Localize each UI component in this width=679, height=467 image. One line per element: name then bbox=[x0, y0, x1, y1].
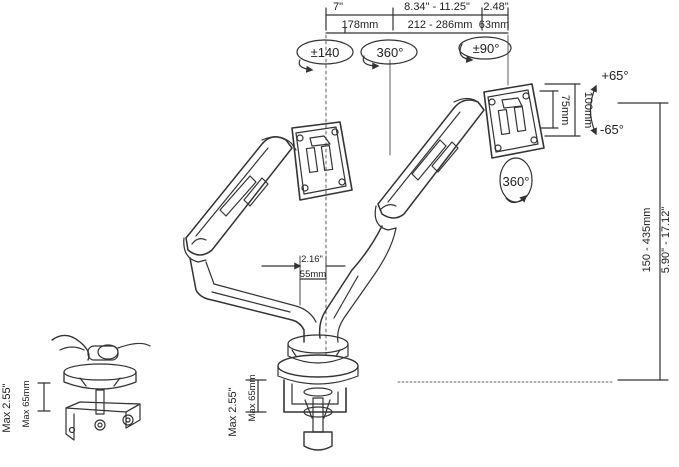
width-mm-2: 212 - 286mm bbox=[408, 19, 473, 31]
right-vesa-plate bbox=[483, 83, 545, 159]
right-monitor-arm bbox=[318, 97, 485, 343]
depth-inch-label: 2.16" bbox=[301, 254, 323, 265]
rotation-ellipse-icon bbox=[296, 39, 354, 65]
top-width-dimensions: 7" 8.34" - 11.25" 2.48" 178mm 212 - 286m… bbox=[325, 1, 510, 356]
clamp-detail-view: Max 2.55" Max 65mm bbox=[1, 334, 151, 441]
rotation-ellipse-icon bbox=[458, 36, 512, 60]
width-inch-2: 8.34" - 11.25" bbox=[404, 1, 470, 13]
vesa-100-label: 100mm bbox=[582, 92, 594, 129]
tilt-up-label: +65° bbox=[601, 68, 628, 83]
height-dimension: 5.90" - 17.12" 150 - 435mm bbox=[397, 102, 672, 383]
height-inch-label: 5.90" - 17.12" bbox=[660, 207, 672, 274]
width-inch-3: 2.48" bbox=[483, 1, 508, 13]
rotation-ellipse-icon bbox=[360, 39, 418, 65]
vesa-75-label: 75mm bbox=[559, 95, 571, 126]
rotation-90-label: ±90° bbox=[473, 41, 500, 56]
left-monitor-arm bbox=[183, 136, 317, 343]
height-mm-label: 150 - 435mm bbox=[641, 208, 653, 273]
clamp-left-inch-label: Max 2.55" bbox=[1, 383, 13, 432]
width-mm-1: 178mm bbox=[342, 19, 379, 31]
depth-dimension: 2.16" 55mm bbox=[261, 254, 346, 306]
rotation-140-label: ±140 bbox=[311, 45, 340, 60]
center-pole-and-clamp: Max 2.55" Max 65mm bbox=[227, 334, 359, 451]
rotation-360-top-label: 360° bbox=[377, 45, 404, 60]
tilt-down-label: -65° bbox=[600, 122, 624, 137]
width-inch-1: 7" bbox=[333, 1, 343, 13]
rotation-indicators: ±140 360° ±90° 360° bbox=[296, 36, 533, 204]
tilt-indicator: +65° -65° bbox=[589, 68, 629, 137]
left-vesa-plate bbox=[291, 121, 353, 201]
depth-mm-label: 55mm bbox=[300, 269, 326, 280]
clamp-center-inch-label: Max 2.55" bbox=[227, 387, 239, 436]
width-mm-3: 63mm bbox=[479, 19, 510, 31]
rotation-360-plate-label: 360° bbox=[503, 174, 530, 189]
vesa-dimensions: 100mm 75mm bbox=[539, 83, 594, 137]
clamp-center-mm-label: Max 65mm bbox=[247, 374, 258, 421]
clamp-left-mm-label: Max 65mm bbox=[21, 380, 32, 427]
